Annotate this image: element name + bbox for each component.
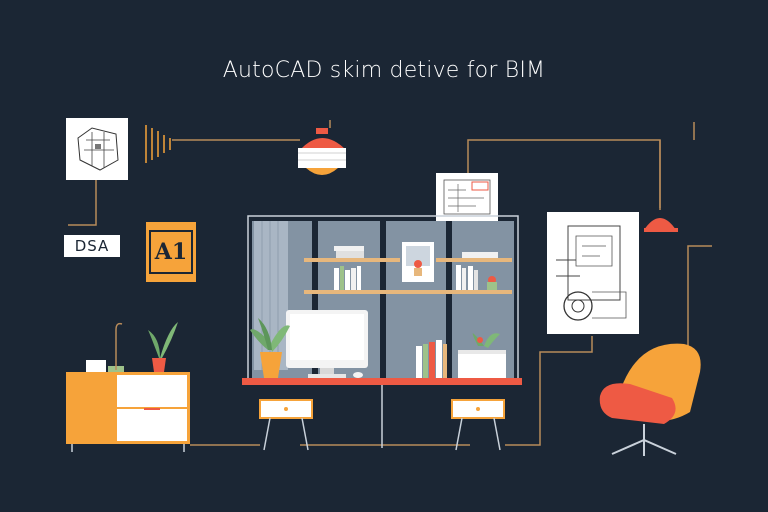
- printer-box: [458, 333, 506, 378]
- cabinet: [66, 322, 190, 452]
- blueprint-frame-icon: [436, 173, 498, 221]
- dsa-label: DSA: [64, 235, 120, 257]
- monitor-icon: [286, 310, 368, 378]
- app-icon: A1: [146, 222, 196, 282]
- pendant-lamp-icon: [644, 140, 678, 232]
- lounge-chair-icon: [599, 343, 701, 456]
- sound-wave-icon: [145, 125, 171, 163]
- desk: [242, 378, 522, 451]
- window-shelf-unit: [247, 215, 519, 381]
- machine-drawing-icon: [547, 212, 639, 334]
- connector-lines: [68, 120, 712, 446]
- plant-icon: [250, 318, 290, 378]
- books-stack: [416, 340, 447, 378]
- app-icon-text: A1: [149, 230, 193, 274]
- pendant-lamp-icon: [298, 128, 346, 175]
- floor-plan-icon: [66, 118, 128, 180]
- page-title: AutoCAD skim detive for BIM: [222, 58, 546, 83]
